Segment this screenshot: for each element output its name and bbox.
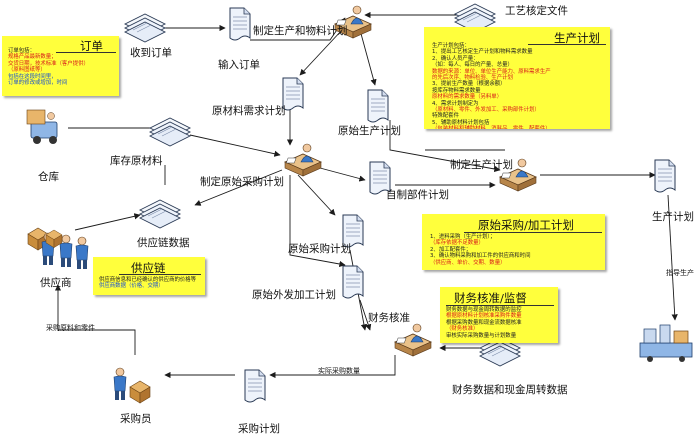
note-line: 1、进料采购（生产计划）； [430, 234, 496, 240]
note-line: 订单的修改或增加，时间 [8, 80, 68, 87]
supplier-label: 供应商 [40, 277, 72, 289]
supply-chain-note: 供应链 供应商信息和已经确认的供应商的价格等 供应商数据（价格、交期） [93, 257, 205, 295]
purchase-note: 原始采购/加工计划 1、进料采购（生产计划）； （库存依据不足数量）2、加工配套… [422, 214, 605, 270]
factory-production-icon [639, 324, 693, 362]
purchaser-label: 采购员 [120, 413, 152, 425]
raw-demand-doc-icon [282, 77, 304, 111]
note-line: 财务数据与现金周转数据的监控 [446, 307, 522, 313]
note-line: 2、确认人员产量： [432, 55, 479, 62]
make-raw-purchase-plan-label: 制定原始采购计划 [200, 176, 284, 188]
note-line: 数据的来源：单位、单位生产能力、原料需求生产 [432, 68, 551, 75]
make-production-plan-label: 制定生产计划 [450, 159, 513, 171]
finance-approval-label: 财务核准 [368, 312, 410, 324]
purchase-plan-doc-icon [244, 369, 266, 403]
order-note: 订单 订单包括： 规格产品最新数量； 交货日期，技术标准（客户提供） （原料图纸… [2, 36, 119, 96]
supply-chain-note-lines: 供应商信息和已经确认的供应商的价格等 供应商数据（价格、交期） [99, 277, 196, 290]
purchase-raw-parts-label: 采购原料和零件 [46, 324, 95, 332]
note-line: （库存依据不足数量） [430, 240, 484, 247]
raw-outsource-plan-label: 原始外发加工计划 [252, 289, 336, 301]
purchaser-icon [113, 367, 151, 404]
note-line: 4、需求计划制定为 [432, 100, 479, 107]
raw-purchase-desk-icon [284, 143, 322, 177]
note-line: （包装材料和辅助材料、消耗品、零件、配套件） [432, 126, 551, 129]
raw-material-stock-label: 库存原材料 [110, 155, 163, 167]
raw-material-demand-plan-label: 原材料需求计划 [212, 105, 286, 117]
note-line: 3、提前生产数量（根据余额） [432, 81, 506, 88]
craft-doc-label: 工艺核定文件 [505, 5, 568, 17]
raw-purchase-plan-label: 原始采购计划 [288, 243, 351, 255]
input-order-doc-icon [229, 7, 251, 41]
raw-production-doc-icon [367, 89, 389, 123]
warehouse-forklift-icon [26, 109, 58, 144]
guide-production-label: 指导生产 [666, 269, 694, 277]
input-order-label: 输入订单 [218, 59, 260, 71]
make-prod-material-plan-label: 制定生产和物料计划 [253, 25, 348, 37]
note-line: 供应商信息和已经确认的供应商的价格等 [99, 277, 197, 283]
note-line: 交货日期，技术标准（客户提供） [8, 60, 89, 67]
production-plan-label: 生产计划 [652, 211, 694, 223]
production-plan-note-title: 生产计划 [554, 31, 600, 45]
note-line: 规格产品最新数量； [8, 54, 57, 61]
finance-note-lines: 财务数据与现金周转数据的监控根据原材料计划核准采购件数量根据采购数量和现金流数据… [446, 307, 521, 339]
raw-outsource-doc-icon [342, 265, 364, 299]
actual-purchase-qty-label: 实际采购数量 [318, 367, 360, 375]
note-line: 根据采购数量和现金流数据核准 [446, 319, 522, 326]
connectors [54, 11, 678, 379]
finance-data-label: 财务数据和现金周转数据 [452, 384, 568, 396]
order-note-lines: 订单包括： 规格产品最新数量； 交货日期，技术标准（客户提供） （原料图纸等） … [8, 48, 89, 86]
note-line: 5、辅助原材料计划包括 [432, 119, 490, 126]
purchase-note-lines: 1、进料采购（生产计划）； （库存依据不足数量）2、加工配套件；3、确认物料采购… [430, 234, 530, 266]
note-line: （原材料、零件、外发加工、采购部件计划） [432, 107, 540, 114]
note-line: （原料图纸等） [8, 67, 46, 74]
note-line: （财务核准） [446, 326, 479, 333]
order-stack-icon [124, 13, 166, 43]
note-line: 供应商数据（价格、交期） [99, 283, 164, 290]
note-line: 订单包括： [8, 48, 35, 54]
finance-desk-icon [394, 323, 432, 357]
raw-stock-stack-icon [149, 117, 191, 147]
note-line: 原材料的需求数量（另料单） [432, 94, 503, 101]
supply-chain-note-title: 供应链 [131, 261, 166, 275]
note-line: 根据原材料计划核准采购件数量 [446, 313, 522, 320]
finance-note-title: 财务核准/监督 [454, 291, 527, 305]
note-line: 包括在这段时间里， [8, 73, 57, 80]
note-line: （如：每人、每日的产量、总量） [432, 62, 513, 69]
supply-chain-stack-icon [139, 199, 181, 229]
receive-order-label: 收到订单 [130, 47, 172, 59]
finance-note: 财务核准/监督 财务数据与现金周转数据的监控根据原材料计划核准采购件数量根据采购… [440, 287, 558, 343]
note-line: 1、提出工艺核定生产计划和物料需求数量 [432, 49, 533, 56]
note-line: 生产计划包括： [432, 43, 470, 49]
note-line: 的先后次序、物料检验、生产计划 [432, 75, 513, 82]
purchase-plan-label: 采购计划 [238, 423, 280, 435]
note-line: 特殊配套件 [432, 113, 459, 120]
note-line: 2、加工配套件； [430, 246, 472, 253]
production-plan-doc-icon [654, 159, 676, 193]
note-line: 按库存物料需求数量 [432, 87, 481, 94]
note-line: 审核实际采购数量与计划数量 [446, 332, 517, 339]
raw-production-plan-label: 原始生产计划 [338, 125, 401, 137]
warehouse-label: 仓库 [38, 171, 59, 183]
note-line: 3、确认物料采购和加工件的供应商和时间 [430, 253, 531, 260]
order-note-title: 订单 [80, 39, 103, 53]
supplier-people-icon [27, 227, 89, 270]
note-line: （供应商、单价、交期、数量） [430, 259, 506, 266]
supply-chain-data-label: 供应链数据 [137, 237, 190, 249]
self-made-parts-plan-label: 自制部件计划 [386, 189, 449, 201]
purchase-note-title: 原始采购/加工计划 [478, 218, 574, 232]
